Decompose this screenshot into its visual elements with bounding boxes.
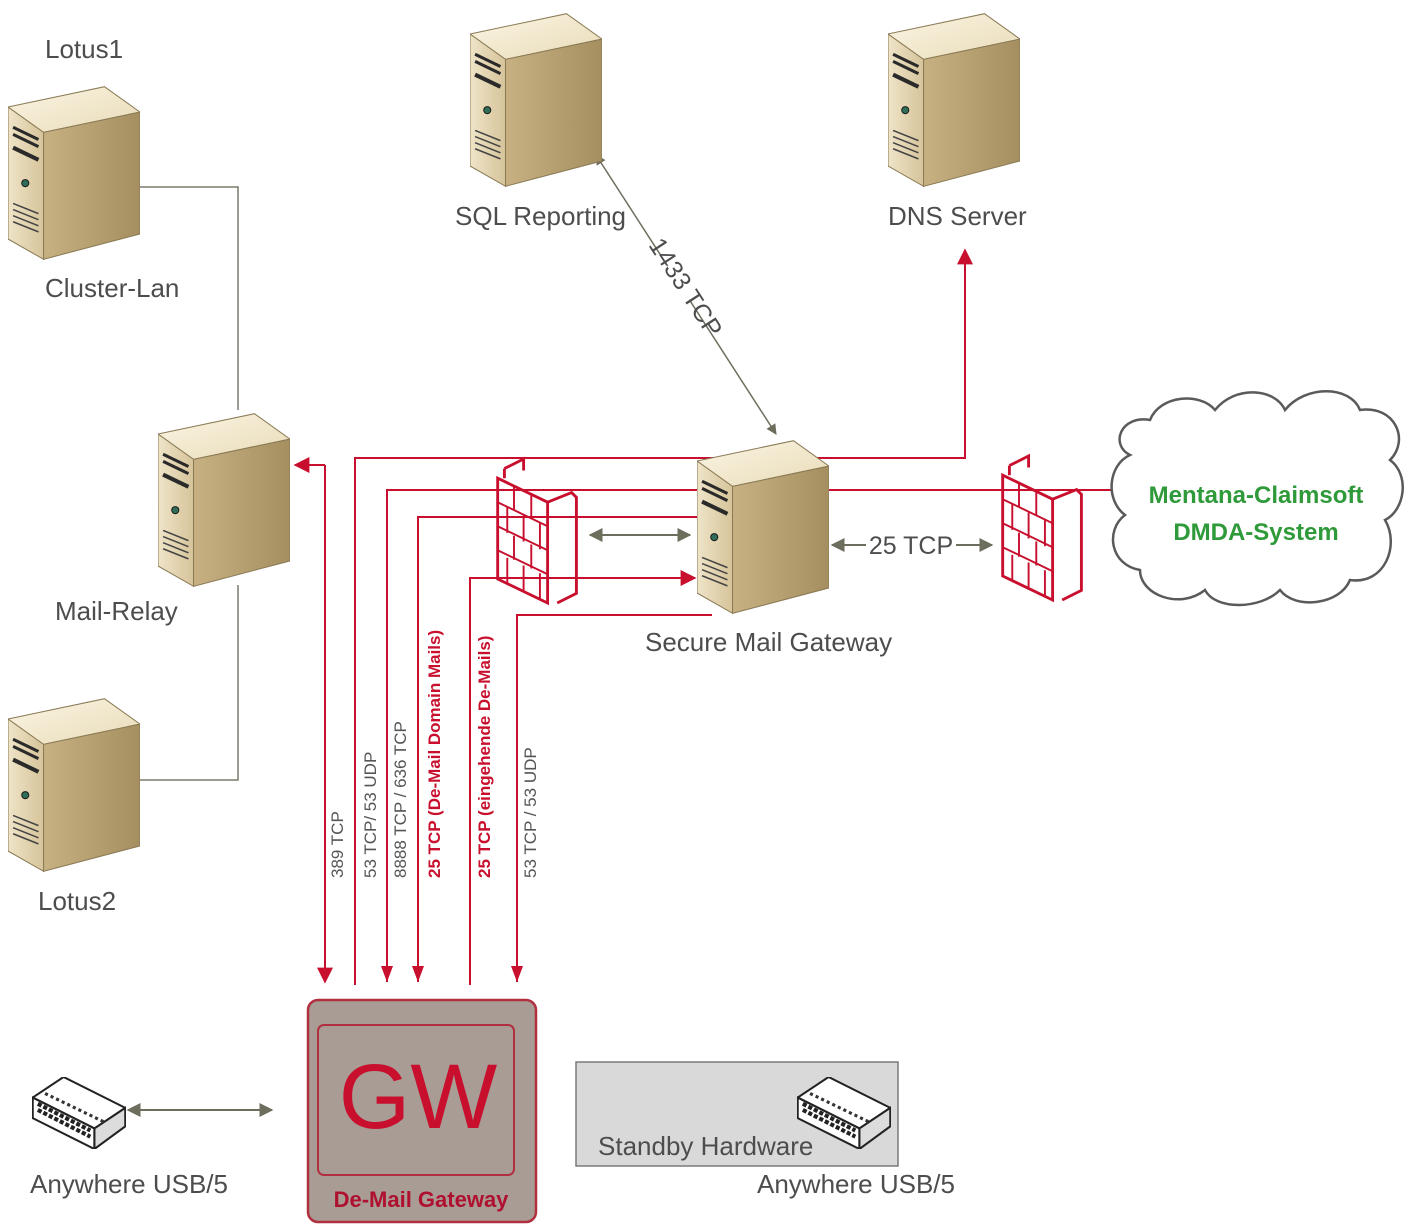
lotus1-label: Lotus1 xyxy=(45,34,123,64)
firewall-left-icon xyxy=(496,457,578,605)
dns-server-label: DNS Server xyxy=(888,201,1027,231)
lotus1-server-icon xyxy=(8,87,140,260)
firewall-right-icon xyxy=(1001,454,1083,602)
lotus2-link xyxy=(138,585,239,781)
cloud-port-label-bg xyxy=(866,528,956,560)
sql-server-icon xyxy=(470,14,602,187)
sql-reporting-label: SQL Reporting xyxy=(455,201,626,231)
link-25-domain xyxy=(417,516,697,982)
link-8888 xyxy=(386,489,1120,982)
red-arrowheads xyxy=(381,966,523,982)
port-label-53a: 53 TCP/ 53 UDP xyxy=(361,752,380,878)
cluster-lan-label: Cluster-Lan xyxy=(45,273,179,303)
port-label-25-incoming: 25 TCP (eingehende De-Mails) xyxy=(475,636,494,878)
lotus2-label: Lotus2 xyxy=(38,886,116,916)
standby-label: Standby Hardware xyxy=(598,1131,813,1161)
mail-relay-label: Mail-Relay xyxy=(55,596,178,626)
cloud-label-line2: DMDA-System xyxy=(1173,519,1338,546)
mail-relay-server-icon xyxy=(158,414,290,587)
dns-server-icon xyxy=(888,14,1020,187)
anywhere-right-label: Anywhere USB/5 xyxy=(757,1169,955,1199)
link-25-incoming xyxy=(469,570,697,985)
anywhere-left-label: Anywhere USB/5 xyxy=(30,1169,228,1199)
cloud-icon xyxy=(1110,390,1404,607)
sql-port-label-bg xyxy=(607,250,713,340)
port-label-389: 389 TCP xyxy=(328,811,347,878)
link-dns xyxy=(354,248,973,985)
port-label-8888: 8888 TCP / 636 TCP xyxy=(391,721,410,878)
port-label-53b: 53 TCP / 53 UDP xyxy=(521,747,540,878)
secure-mail-gateway-server-icon xyxy=(697,441,829,614)
secure-mail-gateway-label: Secure Mail Gateway xyxy=(645,627,892,657)
cloud-label-line1: Mentana-Claimsoft xyxy=(1149,482,1364,509)
port-label-25-domain: 25 TCP (De-Mail Domain Mails) xyxy=(425,630,444,878)
cluster-lan-link xyxy=(138,186,239,410)
lotus2-server-icon xyxy=(8,699,140,872)
link-53-bottom xyxy=(516,614,712,982)
usb-hub-left-icon xyxy=(33,1077,126,1149)
cloud-port-label: 25 TCP xyxy=(869,532,953,560)
gw-name: De-Mail Gateway xyxy=(334,1187,510,1212)
de-mail-gateway: GW De-Mail Gateway xyxy=(306,998,538,1224)
red-connections xyxy=(293,248,1120,985)
gw-logo: GW xyxy=(339,1046,498,1148)
